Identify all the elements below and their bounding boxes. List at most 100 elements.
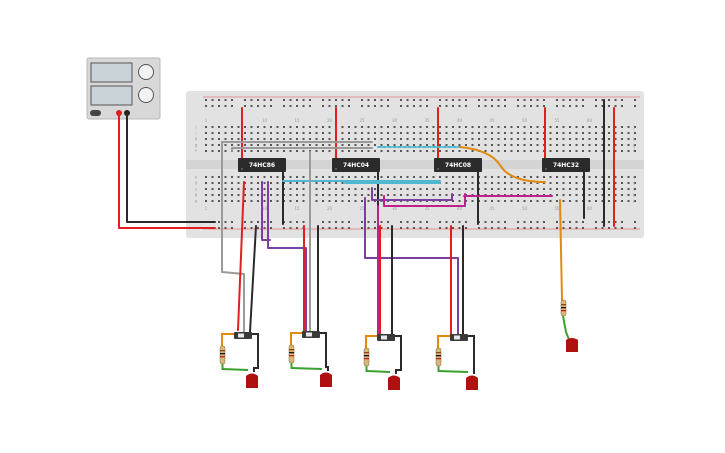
black-wire[interactable]: [252, 333, 259, 372]
chip-label: 74HC86: [249, 162, 275, 169]
output-led[interactable]: [566, 338, 578, 352]
voltage-display: [90, 62, 133, 83]
column-number: 55: [554, 118, 560, 123]
resistor[interactable]: [219, 345, 226, 365]
column-number: 20: [327, 118, 333, 123]
column-number: 25: [359, 118, 365, 123]
switch-knob[interactable]: [238, 333, 244, 338]
column-numbers: 1 1 10 10 15 15 20 20 25 25 30 30 35 35 40 40 45 45 50 50 55…: [205, 118, 593, 211]
column-number: 45: [489, 206, 495, 211]
row-letter: e: [195, 175, 198, 180]
input-group-2[interactable]: [288, 331, 332, 388]
led[interactable]: [320, 372, 332, 388]
resistor[interactable]: [288, 344, 295, 364]
chip-label: 74HC08: [445, 162, 471, 169]
supply-black-wire[interactable]: [126, 112, 216, 223]
black-wire[interactable]: [395, 335, 402, 374]
output-led-group[interactable]: [560, 299, 578, 352]
input-group-1[interactable]: [219, 332, 259, 389]
black-wire-switch1[interactable]: [249, 225, 257, 333]
column-number: 15: [294, 206, 300, 211]
row-letter: g: [195, 143, 198, 148]
column-number: 15: [294, 118, 300, 123]
column-number: 45: [489, 118, 495, 123]
breadboard-center-channel: [186, 160, 644, 169]
gray-wire-switch1[interactable]: [221, 159, 245, 333]
column-number: 30: [392, 206, 398, 211]
purple-wire-4[interactable]: [371, 187, 453, 201]
orange-wire[interactable]: [365, 335, 377, 348]
column-number: 50: [522, 206, 528, 211]
led[interactable]: [466, 375, 478, 391]
resistor[interactable]: [363, 347, 370, 367]
row-letter: i: [633, 131, 634, 136]
row-letter: g: [633, 143, 636, 148]
orange-wire[interactable]: [290, 332, 302, 345]
switch-knob[interactable]: [454, 335, 460, 340]
led[interactable]: [246, 373, 258, 389]
orange-wire[interactable]: [437, 335, 450, 348]
column-number: 20: [327, 206, 333, 211]
black-wire[interactable]: [320, 332, 329, 371]
black-wire[interactable]: [468, 335, 475, 374]
green-wire[interactable]: [562, 315, 571, 343]
row-letter: h: [195, 137, 198, 142]
row-letter: h: [633, 137, 636, 142]
column-number: 10: [262, 206, 268, 211]
column-number: 40: [457, 206, 463, 211]
chip-74hc32[interactable]: 74HC32: [542, 158, 590, 172]
orange-wire-led5[interactable]: [559, 199, 563, 301]
row-letter: j: [194, 125, 196, 130]
resistor[interactable]: [435, 347, 442, 367]
chip-label: 74HC04: [343, 162, 369, 169]
column-number: 50: [522, 118, 528, 123]
voltage-knob[interactable]: [138, 64, 154, 80]
column-number: 10: [262, 118, 268, 123]
wires[interactable]: [118, 99, 615, 337]
chip-74hc86[interactable]: 74HC86: [238, 158, 286, 172]
chips[interactable]: 74HC86 74HC04 74HC08 74HC32: [238, 158, 590, 172]
power-switch[interactable]: [90, 110, 101, 116]
column-number: 40: [457, 118, 463, 123]
column-number: 55: [554, 206, 560, 211]
column-number: 30: [392, 118, 398, 123]
green-wire[interactable]: [290, 363, 323, 370]
input-groups[interactable]: [219, 331, 478, 391]
row-letter: a: [633, 199, 636, 204]
red-wire-switch1[interactable]: [237, 181, 245, 331]
switch-knob[interactable]: [381, 335, 387, 340]
chip-74hc08[interactable]: 74HC08: [434, 158, 482, 172]
input-group-3[interactable]: [363, 334, 402, 391]
gray-wire-top-2[interactable]: [221, 141, 373, 161]
current-knob[interactable]: [138, 87, 154, 103]
row-letter: i: [195, 131, 196, 136]
purple-wire-2[interactable]: [267, 181, 307, 335]
column-number: 35: [424, 118, 430, 123]
column-number: 35: [424, 206, 430, 211]
power-supply[interactable]: [86, 57, 161, 120]
column-number: 60: [587, 118, 593, 123]
orange-wire[interactable]: [221, 333, 234, 346]
green-wire[interactable]: [437, 366, 469, 373]
switch-knob[interactable]: [306, 332, 312, 337]
row-letter: a: [195, 199, 198, 204]
green-wire[interactable]: [221, 364, 249, 371]
led[interactable]: [388, 375, 400, 391]
column-number: 25: [359, 206, 365, 211]
supply-red-wire[interactable]: [118, 112, 216, 229]
magenta-wire-1[interactable]: [383, 193, 466, 207]
row-letter: j: [632, 125, 634, 130]
purple-wire-3[interactable]: [364, 197, 459, 337]
chip-74hc04[interactable]: 74HC04: [332, 158, 380, 172]
column-number: 1: [205, 206, 208, 211]
green-wire[interactable]: [365, 366, 391, 373]
gray-wire-top-1[interactable]: [231, 147, 373, 152]
input-group-4[interactable]: [435, 334, 478, 391]
row-letter: e: [633, 175, 636, 180]
row-letter: f: [633, 149, 635, 154]
orange-wire-or[interactable]: [459, 146, 546, 183]
row-letter: d: [195, 181, 198, 186]
column-number: 1: [205, 118, 208, 123]
